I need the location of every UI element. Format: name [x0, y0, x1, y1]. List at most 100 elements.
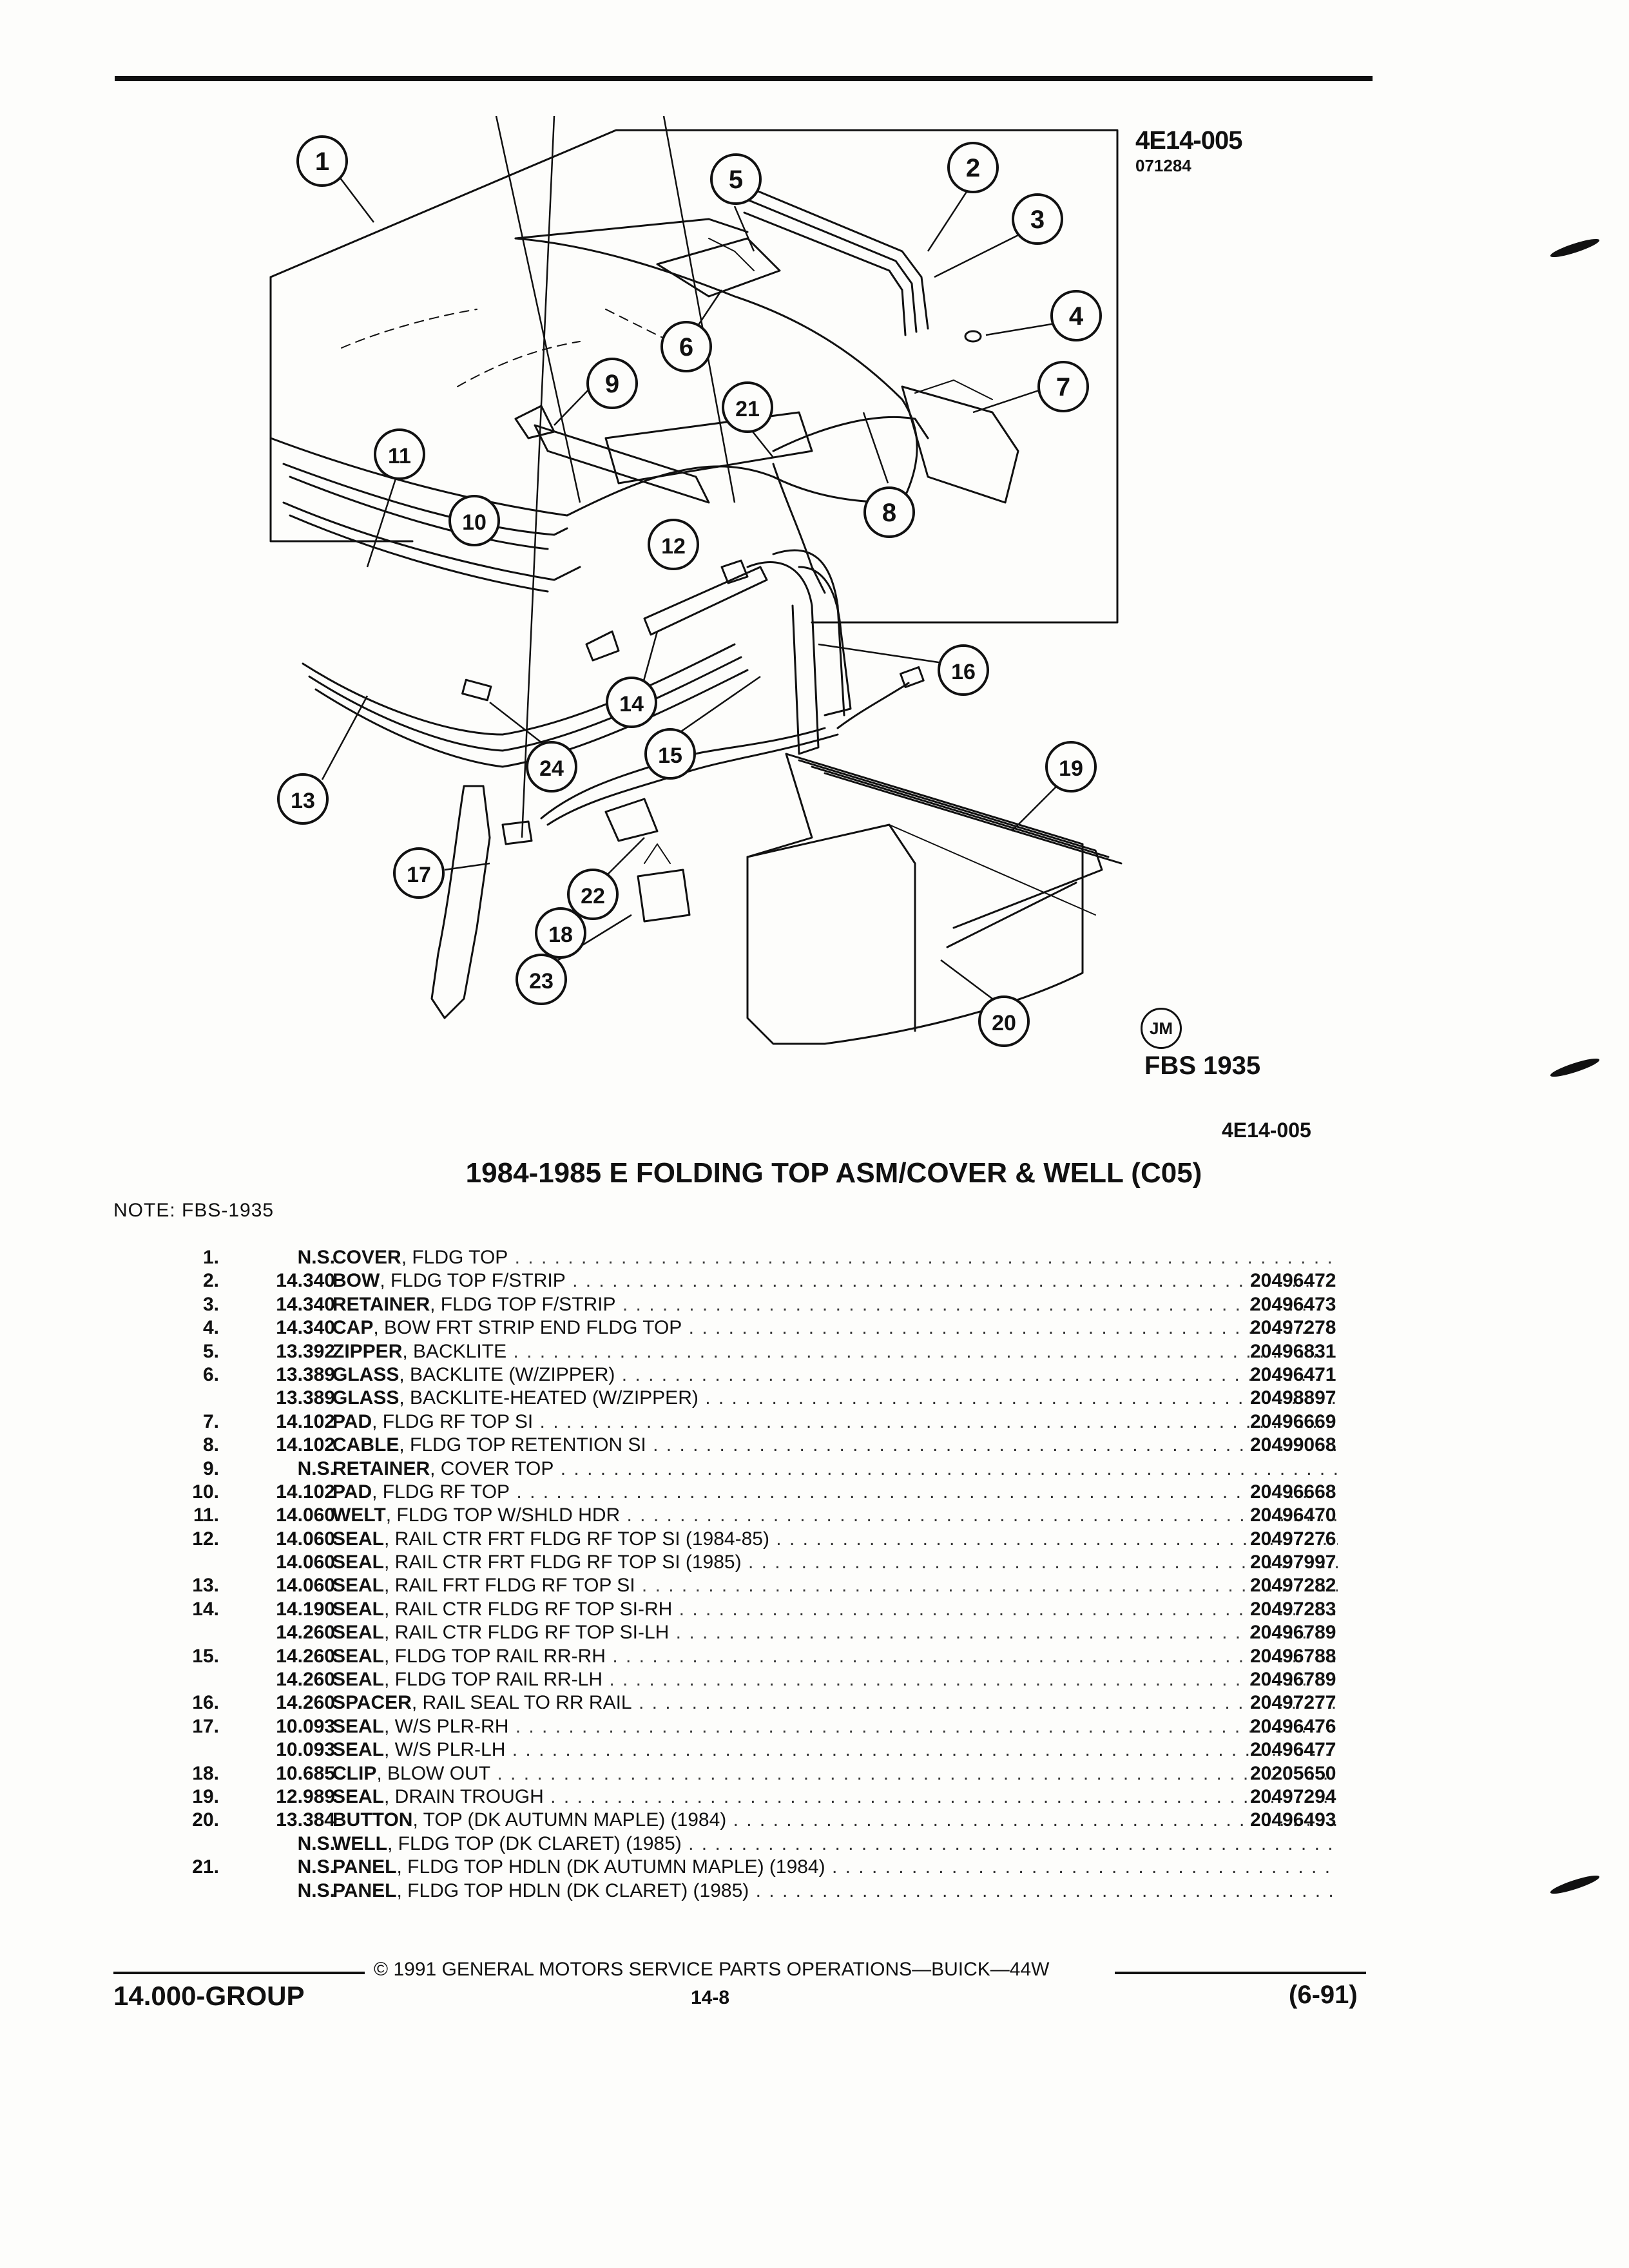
- part-description: RETAINER, FLDG TOP F/STRIP . . . . . . .…: [333, 1293, 1338, 1316]
- callout-22: 22: [581, 884, 605, 908]
- item-number: 15.: [192, 1645, 219, 1667]
- parts-row: N.S.PANEL, FLDG TOP HDLN (DK CLARET) (19…: [116, 1879, 1379, 1903]
- group-number: 14.260: [276, 1645, 335, 1667]
- revision-date: (6-91): [1289, 1981, 1358, 2009]
- leader-dots: . . . . . . . . . . . . . . . . . . . . …: [560, 1457, 1338, 1479]
- group-number: 14.260: [276, 1669, 335, 1691]
- part-description: PAD, FLDG RF TOP . . . . . . . . . . . .…: [333, 1481, 1338, 1504]
- part-name: CABLE: [333, 1434, 400, 1456]
- callout-9: 9: [605, 370, 619, 398]
- callout-20: 20: [992, 1011, 1016, 1035]
- callout-8: 8: [882, 499, 896, 527]
- exploded-parts-diagram: 1 2 3 4 5 6 7 8 9 10 11 12 13 14 15 16 1…: [269, 116, 1123, 1047]
- part-detail: , FLDG RF TOP: [372, 1481, 510, 1503]
- leader-dots: . . . . . . . . . . . . . . . . . . . . …: [622, 1293, 1338, 1315]
- item-number: 16.: [192, 1692, 219, 1714]
- part-name: SEAL: [333, 1785, 385, 1807]
- part-detail: , RAIL CTR FLDG RF TOP SI-LH: [384, 1622, 670, 1644]
- part-name: SEAL: [333, 1598, 385, 1620]
- reference-code: 4E14-005: [1222, 1119, 1311, 1142]
- part-number: 20496476: [1250, 1715, 1336, 1737]
- part-description: GLASS, BACKLITE (W/ZIPPER) . . . . . . .…: [333, 1363, 1338, 1387]
- item-number: 17.: [192, 1715, 219, 1737]
- backlite-glass: [656, 237, 781, 298]
- part-name: WELL: [333, 1832, 387, 1854]
- part-detail: , BLOW OUT: [376, 1762, 491, 1784]
- part-number: 20497282: [1250, 1575, 1336, 1597]
- group-number: 14.340: [276, 1317, 335, 1339]
- diagram-date-code: 071284: [1135, 156, 1191, 175]
- group-number: 10.093: [276, 1739, 335, 1761]
- part-name: PAD: [333, 1481, 372, 1503]
- group-number: 14.060: [276, 1552, 335, 1573]
- part-number: 20497997: [1250, 1552, 1336, 1573]
- part-detail: , RAIL FRT FLDG RF TOP SI: [384, 1575, 635, 1597]
- part-detail: , FLDG RF TOP SI: [372, 1410, 534, 1432]
- top-rule: [115, 76, 1373, 81]
- part-description: SEAL, DRAIN TROUGH . . . . . . . . . . .…: [333, 1785, 1338, 1809]
- item-number: 9.: [202, 1457, 219, 1479]
- part-name: SEAL: [333, 1622, 385, 1644]
- group-number: 14.260: [276, 1692, 335, 1714]
- part-description: SEAL, W/S PLR-RH . . . . . . . . . . . .…: [333, 1715, 1338, 1738]
- part-name: ZIPPER: [333, 1340, 403, 1362]
- leader-dots: . . . . . . . . . . . . . . . . . . . . …: [747, 1552, 1338, 1573]
- callout-14: 14: [619, 692, 644, 716]
- part-description: SEAL, RAIL CTR FLDG RF TOP SI-RH . . . .…: [333, 1598, 1338, 1621]
- part-name: BOW: [333, 1270, 380, 1292]
- callout-4: 4: [1069, 302, 1084, 331]
- leader-dots: . . . . . . . . . . . . . . . . . . . . …: [638, 1692, 1338, 1714]
- part-name: PANEL: [333, 1856, 397, 1878]
- item-number: 3.: [202, 1293, 219, 1315]
- part-detail: , BACKLITE: [402, 1340, 507, 1362]
- part-number: 20496669: [1250, 1410, 1336, 1432]
- part-number: 20496831: [1250, 1340, 1336, 1362]
- part-number: 20496471: [1250, 1363, 1336, 1385]
- part-number: 20496477: [1250, 1739, 1336, 1761]
- item-number: 2.: [202, 1270, 219, 1292]
- part-detail: , FLDG TOP F/STRIP: [380, 1270, 566, 1292]
- item-number: 20.: [192, 1809, 219, 1831]
- part-description: RETAINER, COVER TOP . . . . . . . . . . …: [333, 1457, 1338, 1481]
- callout-23: 23: [529, 969, 554, 994]
- part-description: CAP, BOW FRT STRIP END FLDG TOP . . . . …: [333, 1316, 1338, 1340]
- part-detail: , FLDG TOP RAIL RR-LH: [384, 1669, 602, 1691]
- part-description: BOW, FLDG TOP F/STRIP . . . . . . . . . …: [333, 1269, 1338, 1293]
- item-number: 8.: [202, 1434, 219, 1456]
- inset-frame: [269, 129, 1119, 624]
- page-title: 1984-1985 E FOLDING TOP ASM/COVER & WELL…: [465, 1157, 1202, 1189]
- callout-19: 19: [1059, 756, 1083, 781]
- part-detail: , RAIL CTR FRT FLDG RF TOP SI (1984-85): [384, 1528, 769, 1550]
- group-number: 13.384: [276, 1809, 335, 1831]
- part-detail: , RAIL CTR FRT FLDG RF TOP SI (1985): [384, 1552, 742, 1573]
- leader-dots: . . . . . . . . . . . . . . . . . . . . …: [705, 1387, 1338, 1409]
- part-detail: , FLDG TOP W/SHLD HDR: [385, 1504, 621, 1526]
- leader-dots: . . . . . . . . . . . . . . . . . . . . …: [688, 1832, 1338, 1854]
- group-number: N.S.: [297, 1856, 335, 1878]
- group-number: 14.340: [276, 1270, 335, 1292]
- leader-dots: . . . . . . . . . . . . . . . . . . . . …: [609, 1669, 1338, 1691]
- group-number: 14.060: [276, 1504, 335, 1526]
- item-number: 13.: [192, 1575, 219, 1597]
- part-detail: , TOP (DK AUTUMN MAPLE) (1984): [412, 1809, 727, 1831]
- callout-12: 12: [661, 534, 686, 559]
- item-number: 7.: [202, 1410, 219, 1432]
- group-number: 14.102: [276, 1434, 335, 1456]
- part-name: WELT: [333, 1504, 386, 1526]
- callout-10: 10: [462, 510, 487, 535]
- part-description: WELT, FLDG TOP W/SHLD HDR . . . . . . . …: [333, 1504, 1338, 1527]
- group-number: 10.685: [276, 1762, 335, 1784]
- leader-dots: . . . . . . . . . . . . . . . . . . . . …: [539, 1410, 1338, 1432]
- part-detail: , FLDG TOP (DK CLARET) (1985): [387, 1832, 682, 1854]
- part-description: CABLE, FLDG TOP RETENTION SI . . . . . .…: [333, 1434, 1338, 1457]
- item-number: 21.: [192, 1856, 219, 1878]
